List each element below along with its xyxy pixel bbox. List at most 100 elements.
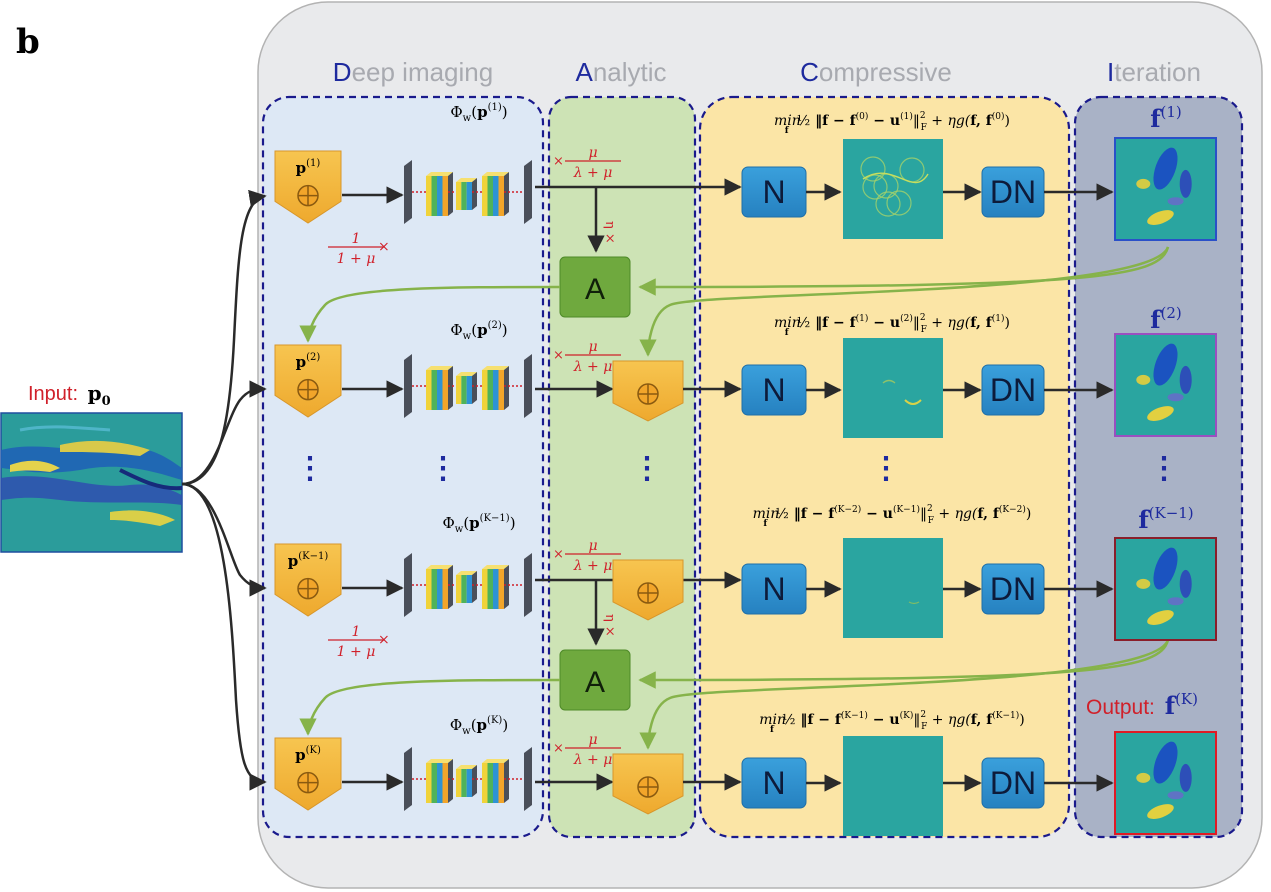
coef-mu-fraction: × μ λ + μ bbox=[553, 538, 621, 574]
f-reconstruction-image bbox=[1114, 537, 1217, 641]
f-iterate-label: f(1) bbox=[1150, 103, 1182, 133]
deep-network bbox=[404, 354, 532, 418]
fraction-denominator: λ + μ bbox=[573, 752, 613, 768]
coef-one-fraction: 11 + μ bbox=[328, 624, 384, 660]
coef-mu-fraction: ×μλ + μ bbox=[553, 732, 621, 768]
residual-image bbox=[843, 338, 943, 438]
output-label: Output: f(K) bbox=[1086, 690, 1198, 720]
eta-times: η × bbox=[602, 614, 617, 637]
phi-label: Φw(p(1)) bbox=[450, 102, 507, 124]
encoder-slab bbox=[404, 354, 412, 418]
analytic-oplus-block bbox=[612, 753, 684, 815]
fraction-denominator: λ + μ bbox=[573, 359, 613, 375]
fraction-numerator: μ bbox=[588, 145, 597, 161]
times-sign: × bbox=[378, 632, 390, 648]
normalize-N-block: N bbox=[741, 757, 807, 809]
p-symbol-label: p(K−1) bbox=[288, 551, 329, 570]
input-label: Input: p0 bbox=[28, 381, 111, 409]
times-sign: × bbox=[378, 239, 390, 255]
section-iteration-box bbox=[1073, 95, 1244, 839]
section-title-iteration: Iteration bbox=[1107, 57, 1201, 87]
normalize-N-block: N bbox=[741, 166, 807, 218]
encoder-slab bbox=[404, 160, 412, 224]
dots-compressive: ⋮ bbox=[871, 451, 901, 486]
dots-analytic: ⋮ bbox=[632, 451, 662, 486]
encoder-slab bbox=[404, 747, 412, 811]
deep-network bbox=[404, 553, 532, 617]
fraction-denominator: 1 + μ bbox=[337, 251, 376, 267]
normalize-N-block: N bbox=[741, 364, 807, 416]
denoise-DN-block: DN bbox=[981, 166, 1045, 218]
encoder-slab bbox=[404, 553, 412, 617]
coef-mu-fraction: × μ λ + μ bbox=[553, 145, 621, 181]
p-symbol-label: p(K) bbox=[295, 745, 321, 764]
dots-deep-p: ⋮ bbox=[295, 451, 325, 486]
fraction-numerator: μ bbox=[588, 538, 597, 554]
f-iterate-label: f(K−1) bbox=[1138, 504, 1193, 534]
coef-one-fraction: 1 1 + μ bbox=[328, 231, 384, 267]
f-reconstruction-image bbox=[1114, 731, 1217, 835]
block-label: DN bbox=[990, 571, 1036, 607]
p-input-block: p(1) bbox=[274, 150, 342, 224]
f-reconstruction-image bbox=[1114, 333, 1217, 437]
phi-label: Φw(p(K−1)) bbox=[442, 513, 515, 535]
dots-deep-net: ⋮ bbox=[428, 451, 458, 486]
block-label: N bbox=[762, 372, 785, 408]
block-label: N bbox=[762, 174, 785, 210]
denoise-DN-block: DN bbox=[981, 757, 1045, 809]
analytic-oplus-block bbox=[612, 559, 684, 621]
input-branch-arrows bbox=[181, 189, 267, 791]
fraction-denominator: λ + μ bbox=[573, 165, 613, 181]
p-symbol-label: p(1) bbox=[296, 158, 321, 177]
analytic-oplus-block bbox=[612, 360, 684, 422]
fraction-denominator: 1 + μ bbox=[337, 644, 376, 660]
f-iterate-label: f(2) bbox=[1150, 304, 1182, 334]
dots-iteration: ⋮ bbox=[1149, 451, 1179, 486]
section-analytic-box bbox=[547, 95, 697, 839]
vertical-dots: ⋮ ⋮ ⋮ ⋮ ⋮ bbox=[295, 451, 1179, 486]
section-title-analytic: Analytic bbox=[575, 57, 666, 87]
decoder-slab bbox=[524, 354, 532, 418]
fraction-numerator: 1 bbox=[352, 231, 361, 247]
section-title-deep-imaging: Deep imaging bbox=[333, 57, 493, 87]
block-label: DN bbox=[990, 174, 1036, 210]
block-label: DN bbox=[990, 765, 1036, 801]
residual-image bbox=[843, 736, 943, 836]
fraction-numerator: μ bbox=[588, 732, 597, 748]
green-arrow-f-to-pentagon bbox=[639, 639, 1170, 750]
residual-image bbox=[843, 538, 943, 638]
p-symbol-label: p(2) bbox=[296, 352, 321, 371]
deep-network bbox=[404, 747, 532, 811]
fraction-denominator: λ + μ bbox=[573, 558, 613, 574]
times-sign: × bbox=[553, 154, 564, 169]
coef-mu-fraction: × μ λ + μ bbox=[553, 339, 621, 375]
block-label: N bbox=[762, 765, 785, 801]
panel-label: b bbox=[16, 22, 40, 62]
phi-label: Φw(p(2)) bbox=[450, 320, 507, 342]
phi-label: Φw(p(K)) bbox=[450, 715, 508, 737]
block-label: N bbox=[762, 571, 785, 607]
green-arrow-A-to-p bbox=[299, 285, 561, 343]
section-title-compressive: Compressive bbox=[800, 57, 952, 87]
times-sign: × bbox=[553, 547, 564, 562]
times-sign: × bbox=[553, 348, 564, 363]
residual-image bbox=[843, 139, 943, 239]
fraction-numerator: μ bbox=[588, 339, 597, 355]
decoder-slab bbox=[524, 160, 532, 224]
decoder-slab bbox=[524, 747, 532, 811]
green-arrow-A-to-p bbox=[299, 678, 561, 736]
normalize-N-block: N bbox=[741, 563, 807, 615]
input-sinogram-image bbox=[0, 412, 183, 553]
decoder-slab bbox=[524, 553, 532, 617]
f-reconstruction-image bbox=[1114, 137, 1217, 241]
p-input-block: p(2) bbox=[274, 344, 342, 418]
